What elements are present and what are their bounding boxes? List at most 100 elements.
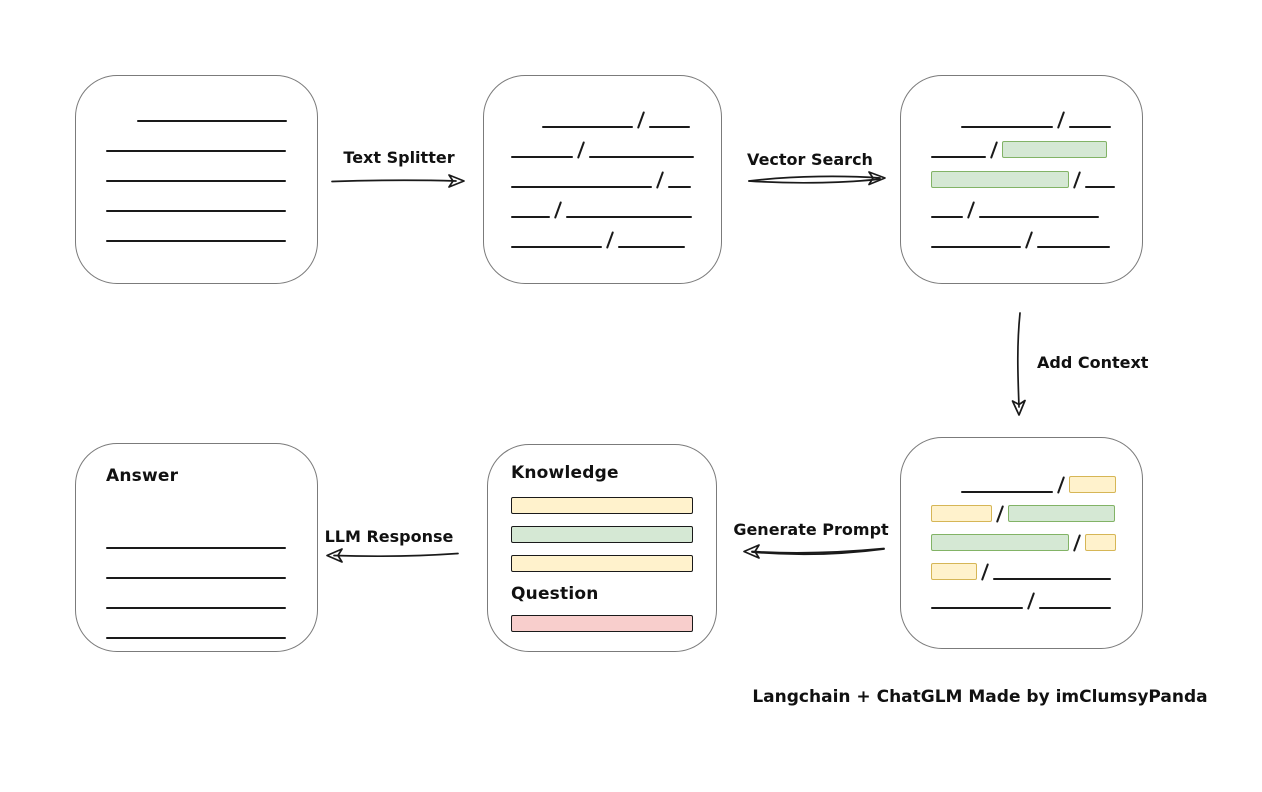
question-bars	[511, 615, 716, 632]
text-line	[1039, 607, 1111, 609]
text-line	[511, 246, 602, 248]
add-context-arrow	[1011, 312, 1026, 416]
chunk-row	[931, 158, 1142, 189]
text-line	[106, 577, 286, 579]
text-line	[511, 186, 652, 188]
text-line	[1037, 246, 1110, 248]
chunk-row	[106, 212, 317, 242]
chunk-row	[931, 580, 1142, 610]
chunk-row	[511, 158, 721, 189]
split-chunks-lines	[484, 76, 721, 249]
source-document-box	[75, 75, 318, 284]
text-line	[931, 156, 986, 158]
chunk-separator	[1056, 476, 1066, 494]
chunk-row	[106, 92, 317, 122]
text-line	[566, 216, 692, 218]
answer-lines	[76, 514, 317, 639]
chunk-separator	[995, 505, 1005, 523]
chunk-row	[106, 122, 317, 152]
text-line	[106, 637, 286, 639]
text-line	[106, 180, 286, 182]
matched-chunks-box	[900, 75, 1143, 284]
green-chunk	[1008, 505, 1115, 522]
text-line	[668, 186, 691, 188]
generate-prompt-label: Generate Prompt	[733, 520, 889, 539]
text-splitter-arrow	[331, 174, 465, 188]
chunk-row	[106, 549, 317, 579]
text-line	[961, 491, 1053, 493]
text-line	[961, 126, 1053, 128]
text-splitter-label: Text Splitter	[343, 148, 455, 167]
chunk-row	[931, 188, 1142, 219]
text-line	[106, 150, 286, 152]
chunk-separator	[1072, 534, 1082, 552]
text-line	[931, 607, 1023, 609]
chunk-row	[931, 98, 1142, 129]
chunk-row	[511, 218, 721, 249]
text-line	[979, 216, 1099, 218]
chunk-row	[106, 519, 317, 549]
generate-prompt-arrow	[743, 544, 885, 559]
yellow-bar	[511, 497, 693, 514]
green-bar	[511, 526, 693, 543]
text-line	[511, 216, 550, 218]
question-heading: Question	[511, 584, 599, 604]
chunk-row	[931, 218, 1142, 249]
text-line	[542, 126, 633, 128]
matched-chunks-lines	[901, 76, 1142, 249]
chunk-row	[931, 128, 1142, 159]
text-line	[931, 246, 1021, 248]
text-line	[618, 246, 685, 248]
chunk-separator	[1024, 231, 1034, 249]
chunk-row	[511, 188, 721, 219]
chunk-separator	[553, 201, 563, 219]
chunk-separator	[1056, 111, 1066, 129]
yellow-chunk	[931, 505, 992, 522]
chunk-separator	[605, 231, 615, 249]
context-chunks-box	[900, 437, 1143, 649]
chunk-separator	[966, 201, 976, 219]
text-line	[931, 216, 963, 218]
context-chunks-lines	[901, 438, 1142, 610]
chunk-row	[106, 182, 317, 212]
chunk-row	[511, 128, 721, 159]
chunk-separator	[980, 563, 990, 581]
llm-response-label: LLM Response	[324, 527, 454, 546]
chunk-row	[931, 493, 1142, 523]
chunk-row	[106, 579, 317, 609]
chunk-row	[931, 522, 1142, 552]
llm-response-arrow	[326, 548, 459, 563]
yellow-chunk	[1069, 476, 1116, 493]
text-line	[649, 126, 690, 128]
diagram-caption: Langchain + ChatGLM Made by imClumsyPand…	[752, 687, 1208, 707]
red-bar	[511, 615, 693, 632]
chunk-separator	[636, 111, 646, 129]
prompt-box: Knowledge Question	[487, 444, 717, 652]
text-line	[993, 578, 1111, 580]
knowledge-bars	[511, 497, 716, 572]
text-line	[1069, 126, 1111, 128]
chunk-separator	[655, 171, 665, 189]
chunk-row	[931, 464, 1142, 494]
chunk-row	[931, 551, 1142, 581]
yellow-chunk	[931, 563, 977, 580]
chunk-row	[106, 152, 317, 182]
answer-box: Answer	[75, 443, 318, 652]
add-context-label: Add Context	[1037, 353, 1149, 372]
chunk-row	[106, 609, 317, 639]
text-line	[137, 120, 287, 122]
chunk-row	[511, 98, 721, 129]
vector-search-arrow	[748, 171, 886, 186]
text-line	[106, 547, 286, 549]
yellow-chunk	[1085, 534, 1116, 551]
answer-heading: Answer	[106, 466, 179, 486]
source-document-lines	[76, 76, 317, 242]
split-chunks-box	[483, 75, 722, 284]
text-line	[106, 607, 286, 609]
chunk-separator	[576, 141, 586, 159]
text-line	[511, 156, 573, 158]
text-line	[589, 156, 694, 158]
green-chunk	[931, 171, 1069, 188]
text-line	[106, 210, 286, 212]
